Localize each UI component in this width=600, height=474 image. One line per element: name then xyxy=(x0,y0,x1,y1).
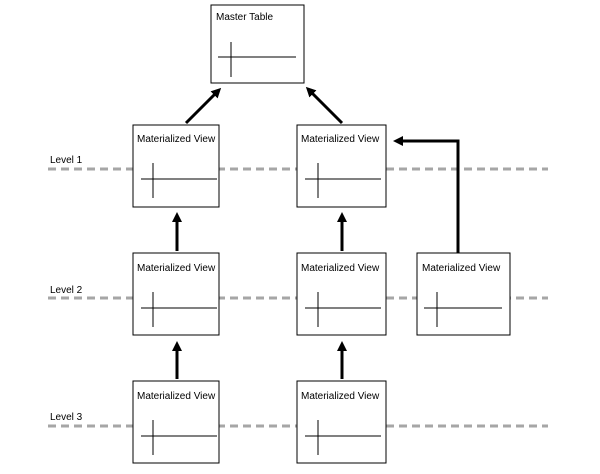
table-icon xyxy=(305,163,381,198)
table-icon xyxy=(141,292,217,327)
table-icon xyxy=(141,163,217,198)
level-2-label: Level 2 xyxy=(50,285,83,296)
level-1-label: Level 1 xyxy=(50,155,83,166)
table-icon xyxy=(305,292,381,327)
mv-level2-right-node: Materialized View xyxy=(416,252,511,336)
table-icon xyxy=(218,42,296,77)
master-table-node: Master Table xyxy=(210,4,305,84)
mv-level1-left-node: Materialized View xyxy=(132,124,220,208)
mv-level2-middle-node: Materialized View xyxy=(296,252,387,336)
table-icon xyxy=(141,420,217,455)
master-table-label: Master Table xyxy=(216,12,274,23)
mv-level3-left-label: Materialized View xyxy=(137,391,216,402)
arrow-l2-right-to-l1-right xyxy=(393,136,460,253)
mv-level2-right-label: Materialized View xyxy=(422,263,501,274)
mv-level1-left-label: Materialized View xyxy=(137,134,216,145)
table-icon xyxy=(305,420,381,455)
mv-level3-right-node: Materialized View xyxy=(296,380,387,464)
mv-level2-middle-label: Materialized View xyxy=(301,263,380,274)
mv-level2-left-node: Materialized View xyxy=(132,252,220,336)
level-3-label: Level 3 xyxy=(50,412,83,423)
mv-level2-left-label: Materialized View xyxy=(137,263,216,274)
mv-level3-left-node: Materialized View xyxy=(132,380,220,464)
mv-level1-right-label: Materialized View xyxy=(301,134,380,145)
mv-level3-right-label: Materialized View xyxy=(301,391,380,402)
arrow-l1-left-to-master xyxy=(184,87,222,125)
mv-level1-right-node: Materialized View xyxy=(296,124,387,208)
table-icon xyxy=(424,292,502,327)
arrow-l1-right-to-master xyxy=(305,86,344,125)
